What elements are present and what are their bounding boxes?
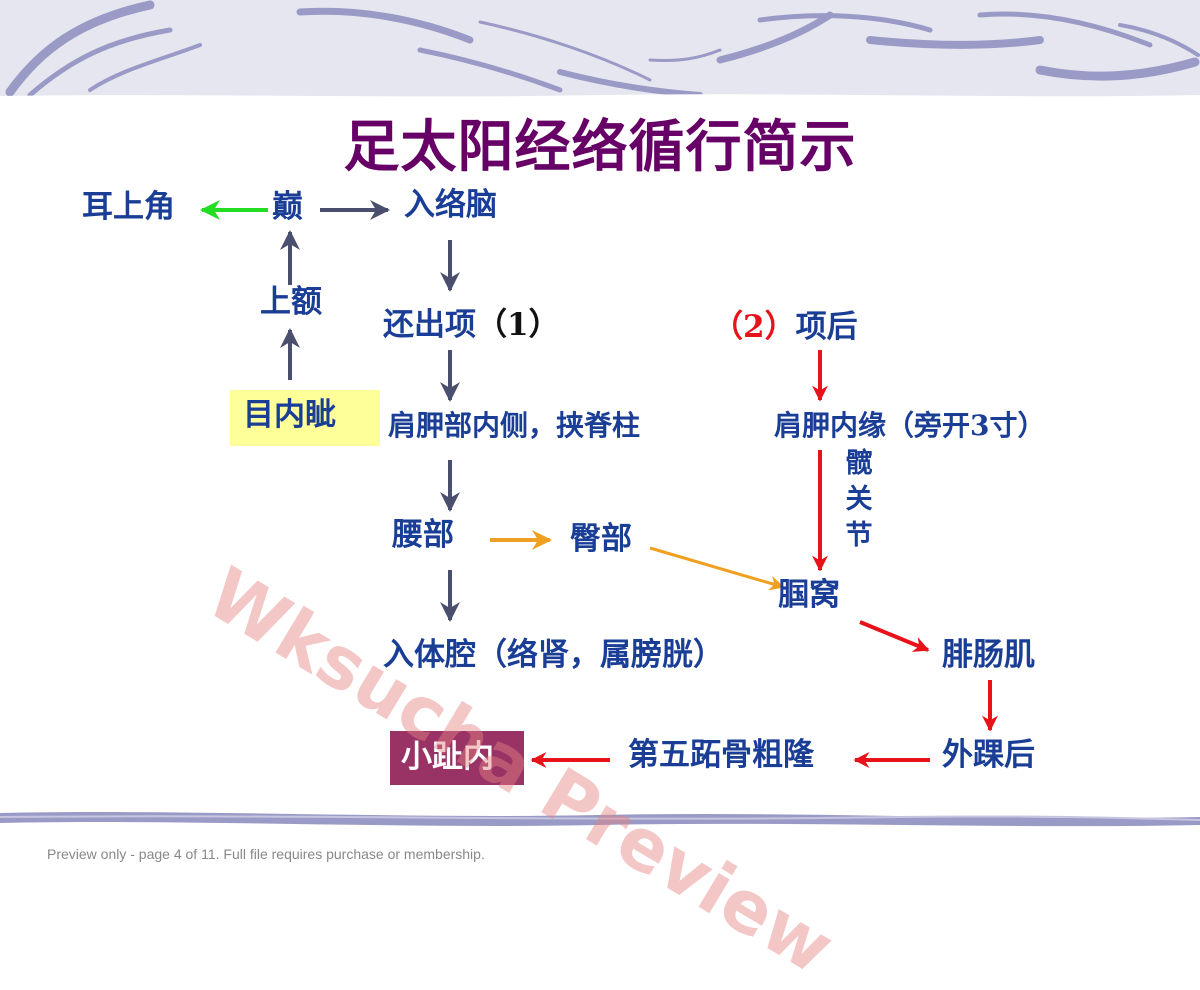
branch-2-number: 2 bbox=[743, 309, 765, 345]
arrow-buttock-to-popliteal bbox=[649, 546, 785, 591]
node-nape-back: （2）项后 bbox=[712, 309, 858, 346]
node-scapula-spine: 肩胛部内侧，挟脊柱 bbox=[388, 409, 641, 442]
highlight-box-maroon bbox=[390, 731, 524, 785]
node-scapula-edge-a: 肩胛内缘（旁开 bbox=[774, 409, 971, 442]
node-brain: 入络脑 bbox=[404, 187, 497, 223]
node-calf: 腓肠肌 bbox=[942, 637, 1035, 673]
node-fifth-metatarsal: 第五跖骨粗隆 bbox=[628, 737, 814, 773]
node-inner-canthus: 目内眦 bbox=[243, 397, 336, 433]
node-waist: 腰部 bbox=[392, 517, 454, 553]
decorative-bottom-band bbox=[0, 812, 1200, 827]
node-hip-joint-2: 关 bbox=[845, 484, 873, 515]
branch-1-open: （ bbox=[476, 307, 507, 343]
flow-arrows bbox=[200, 200, 998, 768]
node-nape-out: 还出项（1） bbox=[383, 307, 560, 344]
branch-1-number: 1 bbox=[507, 307, 529, 343]
preview-footer: Preview only - page 4 of 11. Full file r… bbox=[47, 846, 485, 862]
arrow-popliteal-to-calf bbox=[859, 620, 930, 652]
branch-2-close: ） bbox=[764, 309, 796, 345]
node-nape-back-label: 项后 bbox=[795, 309, 858, 345]
node-ear-top: 耳上角 bbox=[82, 189, 175, 225]
node-vertex: 巅 bbox=[272, 189, 303, 225]
node-scapula-edge-num: 3 bbox=[970, 409, 990, 442]
node-nape-out-label: 还出项 bbox=[383, 307, 476, 343]
node-popliteal: 腘窝 bbox=[778, 577, 840, 613]
node-hip-joint-1: 髋 bbox=[845, 448, 873, 479]
node-little-toe: 小趾内 bbox=[401, 739, 494, 775]
node-hip-joint: 髋 关 节 bbox=[841, 446, 877, 554]
node-body-cavity: 入体腔（络肾，属膀胱） bbox=[383, 637, 724, 673]
branch-1-close: ） bbox=[528, 307, 560, 343]
decorative-banner bbox=[0, 0, 1200, 100]
node-forehead: 上额 bbox=[260, 284, 322, 320]
node-lateral-malleolus: 外踝后 bbox=[942, 737, 1035, 773]
node-scapula-edge-b: 寸） bbox=[989, 409, 1046, 442]
branch-2-open: （ bbox=[712, 309, 743, 345]
node-scapula-edge: 肩胛内缘（旁开3寸） bbox=[774, 409, 1046, 442]
node-buttock: 臀部 bbox=[570, 521, 632, 557]
page-title: 足太阳经络循行简示 bbox=[343, 115, 857, 180]
node-hip-joint-3: 节 bbox=[845, 520, 873, 551]
highlight-box-yellow bbox=[230, 390, 380, 446]
